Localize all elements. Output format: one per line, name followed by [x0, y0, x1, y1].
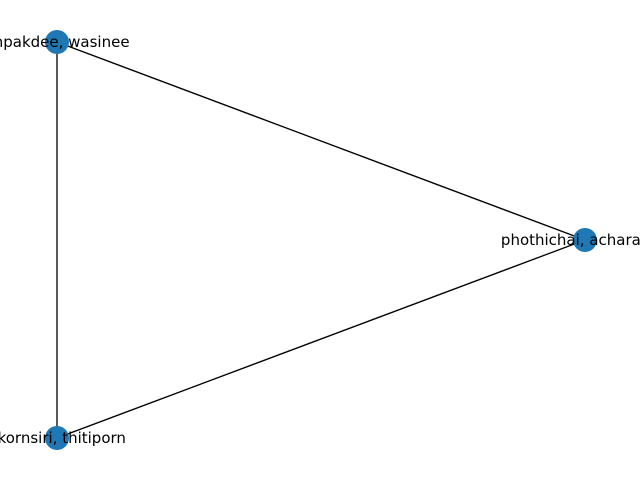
labels-layer: impakdee, wasinee phothichai, acharapan … [0, 33, 640, 447]
edges-layer [56, 41, 586, 439]
nodes-layer [45, 30, 597, 450]
edge-wasinee-acharapan [56, 41, 586, 241]
node-label-thitiporn: nkornsiri, thitiporn [0, 429, 126, 447]
node-wasinee [45, 30, 69, 54]
edge-thitiporn-acharapan [56, 239, 586, 439]
node-label-acharapan: phothichai, acharapan [501, 231, 640, 249]
node-acharapan [573, 228, 597, 252]
node-label-wasinee: impakdee, wasinee [0, 33, 130, 51]
node-thitiporn [45, 426, 69, 450]
